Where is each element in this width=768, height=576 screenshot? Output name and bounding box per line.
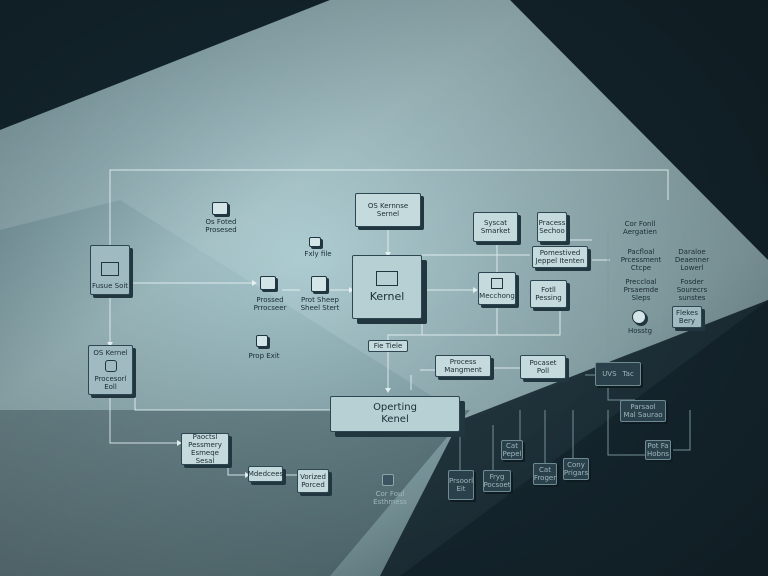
hosting-icon (632, 310, 646, 324)
file-icon (309, 237, 321, 247)
prop-exit-label: Prop Exit (248, 352, 280, 360)
db-icon (104, 360, 117, 372)
document-icon (260, 276, 276, 290)
hosting-label: Hosstg (627, 327, 653, 335)
modules-node[interactable]: Mdedcees (248, 466, 283, 482)
panel-window-icon (101, 262, 119, 276)
file-label: Fxly file (304, 250, 332, 258)
memory-icon (491, 277, 503, 289)
shell-icon (311, 276, 327, 292)
memory-node[interactable]: Mecchong (478, 272, 516, 305)
file-tab-node[interactable]: Fie Tiele (368, 340, 408, 352)
database-icon (212, 202, 228, 215)
exit-icon (256, 335, 268, 347)
kernel-screen-icon (376, 271, 398, 286)
fusue-soit-node[interactable]: Fusue Soit (90, 245, 130, 295)
stack-icon (382, 474, 394, 486)
kernel-node[interactable]: Kernel (352, 255, 422, 319)
